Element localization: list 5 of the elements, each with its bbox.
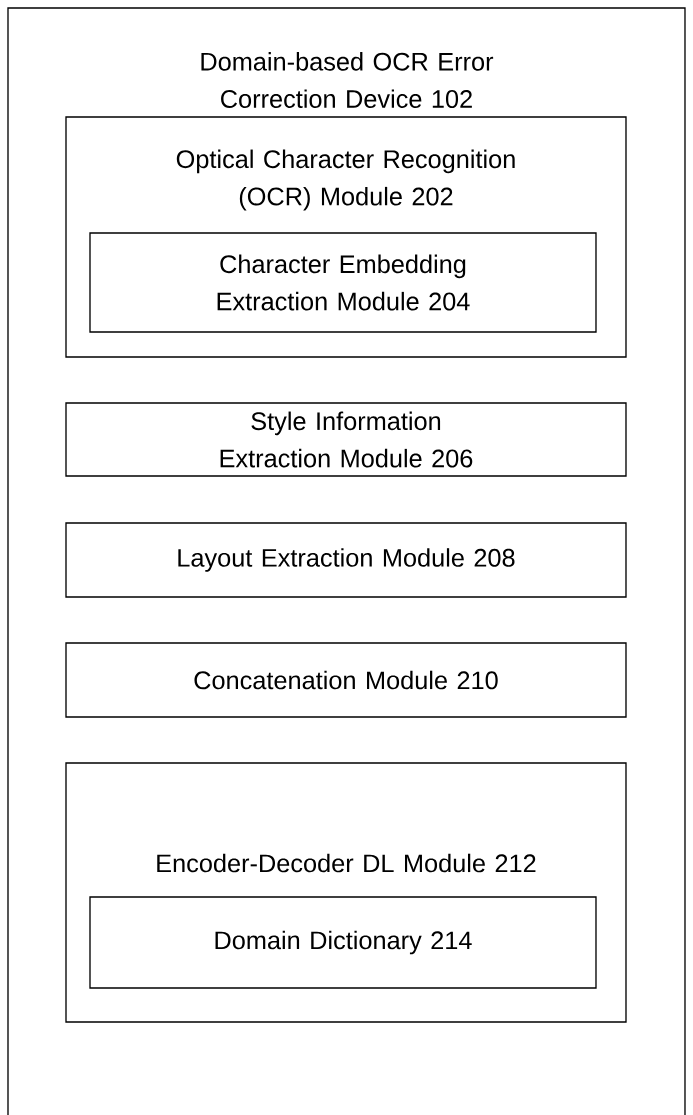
module-box: Concatenation Module 210	[65, 642, 627, 718]
module-box: Character Embedding Extraction Module 204	[89, 232, 597, 333]
module-box: Style Information Extraction Module 206	[65, 402, 627, 477]
module-box: Domain Dictionary 214	[89, 896, 597, 989]
module-box: Layout Extraction Module 208	[65, 522, 627, 598]
